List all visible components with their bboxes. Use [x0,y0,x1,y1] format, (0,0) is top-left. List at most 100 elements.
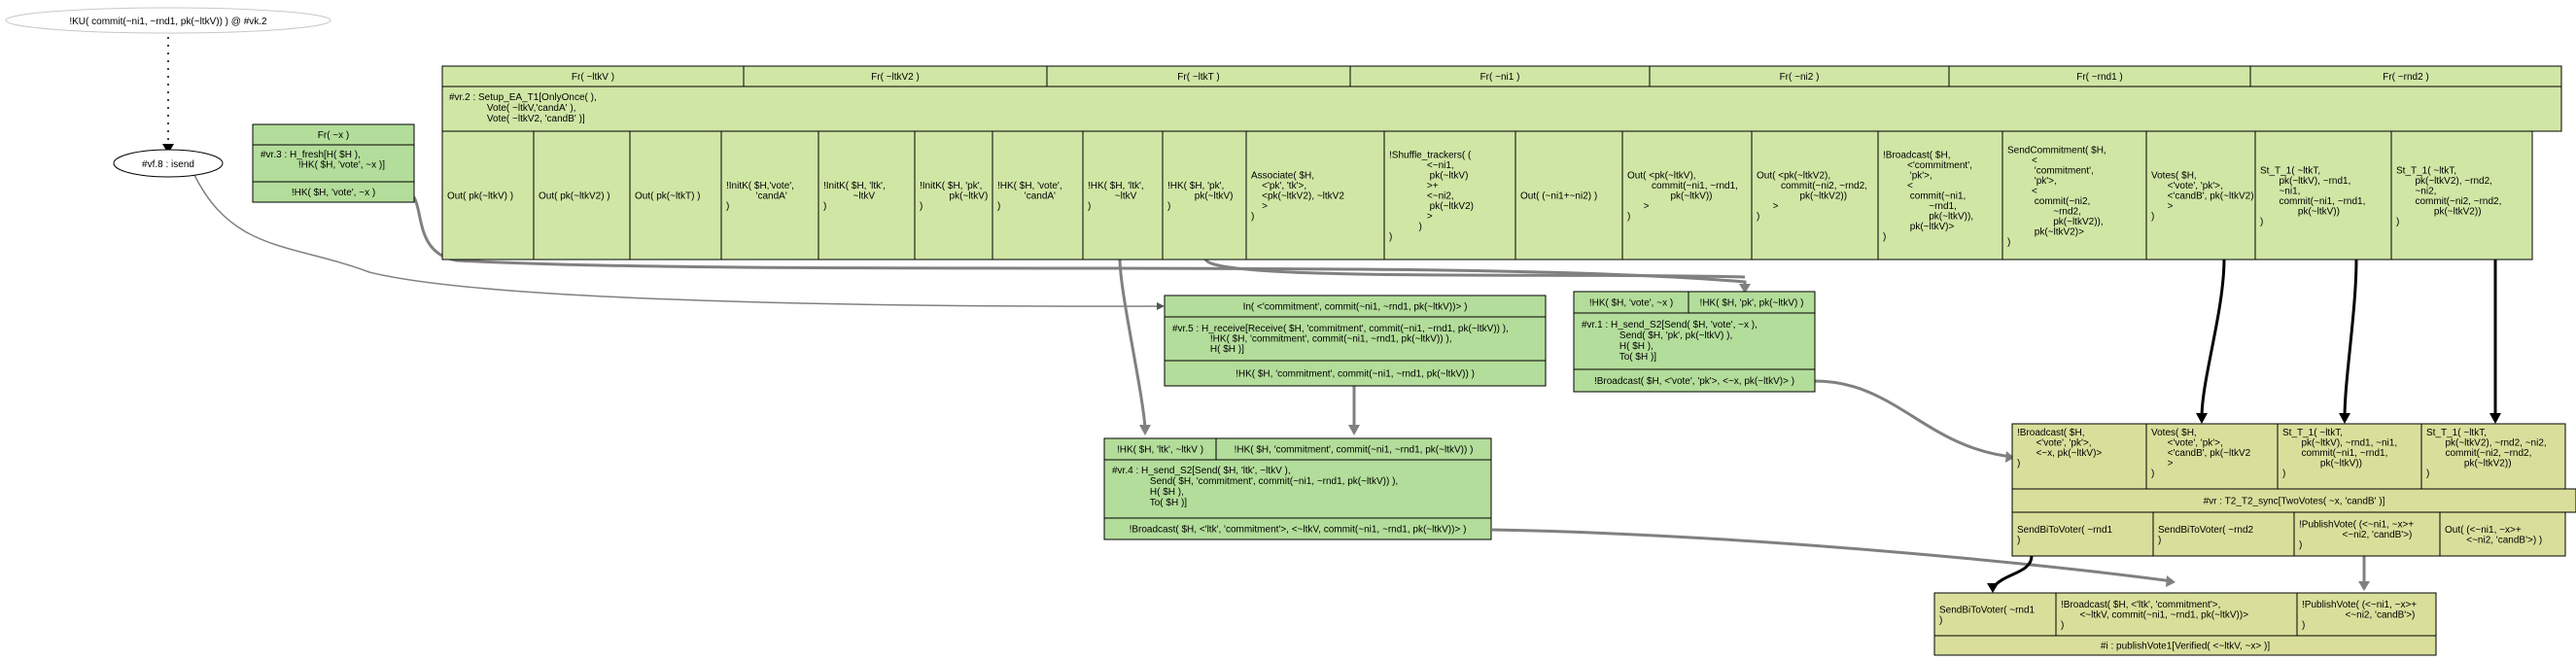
publish-top-cell-0 [1933,592,2057,637]
ellipse-shape [5,7,331,34]
setup-bottom-cell-6 [992,130,1084,261]
sync-top-text-1: Votes( $H, <'vote', 'pk'>, <'candB', pk(… [2151,428,2251,479]
node-setup: Fr( ~ltkV )Fr( ~ltkV2 )Fr( ~ltkT )Fr( ~n… [441,65,2562,261]
setup-bottom-text-3: !InitK( $H,'vote', 'candA') [726,181,794,212]
setup-bottom-text-1: Out( pk(~ltkV2) ) [539,191,610,202]
edge-isend-to-receive [193,174,1164,307]
arrowhead-receive [1157,302,1165,310]
setup-bottom-text-9: Associate( $H, <'pk', 'tk'>, <pk(~ltkV2)… [1251,171,1344,223]
setup-bottom-cell-9 [1245,130,1385,261]
sync-top-text-3: St_T_1( ~ltkT, pk(~ltkV2), ~rnd2, ~ni2, … [2426,428,2547,479]
edge-fresh-to-send-s2 [405,191,1747,289]
setup-bottom-text-17: St_T_1( ~ltkT, pk(~ltkV), ~rnd1, ~ni1, c… [2260,165,2365,227]
setup-bottom-cell-16 [2145,130,2256,261]
sync-top-cell-1 [2145,423,2279,490]
send-s2-top-text-0: !HK( $H, 'vote', ~x ) [1589,298,1673,309]
sync-bottom-cell-0 [2011,511,2154,557]
setup-bottom-text-10: !Shuffle_trackers( ( <~ni1, pk(~ltkV) >+… [1389,151,1474,243]
setup-bottom-text-12: Out( <pk(~ltkV), commit(~ni1, ~rnd1, pk(… [1627,171,1738,223]
edges [162,29,2501,593]
edge-ltk-to-send-commit [1118,258,1147,429]
send-commit-footer-text-0: !Broadcast( $H, <'ltk', 'commitment'>, <… [1130,525,1467,536]
sync-bottom-text-2: !PublishVote( (<~ni1, ~x>+ <~ni2, 'candB… [2299,520,2414,551]
setup-bottom-text-18: St_T_1( ~ltkT, pk(~ltkV2), ~rnd2, ~ni2, … [2396,165,2501,227]
setup-bottom-text-7: !HK( $H, 'ltk', ~ltkV) [1088,181,1144,212]
setup-top-text-3: Fr( ~ni1 ) [1480,72,1520,83]
send-commit-rule: #vr.4 : H_send_S2[Send( $H, 'ltk', ~ltkV… [1112,466,1398,508]
sync-rule-cell-0 [2011,488,2576,513]
arrowhead-sync-st1 [2339,413,2350,424]
setup-bottom-cell-17 [2254,130,2392,261]
ellipse-vk2-label: !KU( commit(~ni1, ~rnd1, pk(~ltkV)) ) @ … [69,17,267,27]
setup-bottom-text-14: !Broadcast( $H, <'commitment', 'pk'>, < … [1883,151,1973,243]
setup-top-text-2: Fr( ~ltkT ) [1177,72,1219,83]
send-s2-footer-text-0: !Broadcast( $H, <'vote', 'pk'>, <~x, pk(… [1594,376,1794,387]
arrowhead-publish-sendbi [1987,583,1999,593]
send-commit-top-text-1: !HK( $H, 'commitment', commit(~ni1, ~rnd… [1235,445,1474,456]
sync-top-cell-2 [2277,423,2422,490]
sync-bottom-text-3: Out( (<~ni1, ~x>+ <~ni2, 'candB'>) ) [2445,525,2542,546]
sync-top-text-2: St_T_1( ~ltkT, pk(~ltkV), ~rnd1, ~ni1, c… [2282,428,2397,479]
setup-rule-box [441,86,2562,132]
setup-bottom-cell-4 [818,130,916,261]
sync-bottom-text-1: SendBiToVoter( ~rnd2) [2158,525,2254,546]
setup-top-text-5: Fr( ~rnd1 ) [2076,72,2123,83]
setup-bottom-text-2: Out( pk(~ltkT) ) [635,191,701,202]
sync-top-cell-0 [2011,423,2147,490]
sync-top-text-0: !Broadcast( $H, <'vote', 'pk'>, <~x, pk(… [2017,428,2102,469]
setup-bottom-text-5: !InitK( $H, 'pk', pk(~ltkV)) [920,181,988,212]
edge-st1-to-sync [2343,258,2358,419]
fresh-footer-text-0: !HK( $H, 'vote', ~x ) [292,188,375,198]
arrowhead-send-s2-vote [1739,284,1751,294]
publish-top-text-1: !Broadcast( $H, <'ltk', 'commitment'>, <… [2061,600,2248,631]
setup-bottom-text-6: !HK( $H, 'vote', 'candA') [997,181,1062,212]
edge-broadcast-vote-to-sync [1814,379,2013,459]
arrowhead-sync-broadcast [2005,451,2014,463]
node-sync: !Broadcast( $H, <'vote', 'pk'>, <~x, pk(… [2011,423,2576,557]
setup-top-text-4: Fr( ~ni2 ) [1780,72,1820,83]
setup-bottom-cell-15 [2002,130,2147,261]
fresh-header-text-0: Fr( ~x ) [318,130,350,141]
node-fresh: Fr( ~x )#vr.3 : H_fresh[H( $H ), !HK( $H… [252,123,415,203]
sync-bottom-cell-3 [2439,511,2566,557]
ellipse-isend: #vf.8 : isend [113,149,224,178]
setup-rule: #vr.2 : Setup_EA_T1[OnlyOnce( ), Vote( ~… [449,92,597,124]
arrowhead-publish-broadcast [2166,575,2176,587]
publish-top-cell-1 [2055,592,2298,637]
publish-rule-text-0: #i : publishVote1[Verified( <~ltkV, ~x> … [2101,642,2270,652]
ellipse-vk2: !KU( commit(~ni1, ~rnd1, pk(~ltkV)) ) @ … [5,7,331,34]
sync-bottom-cell-1 [2152,511,2295,557]
arrowhead-sync-st2 [2489,413,2501,424]
publish-top-text-0: SendBiToVoter( ~rnd1) [1939,605,2036,626]
send-s2-footer-cell-0 [1573,368,1816,393]
receive-rule: #vr.5 : H_receive[Receive( $H, 'commitme… [1172,324,1509,355]
sync-rule-text-0: #vr : T2_T2_sync[TwoVotes( ~x, 'candB' )… [2204,497,2385,507]
setup-bottom-cell-14 [1877,130,2003,261]
receive-footer-cell-0 [1164,360,1547,387]
setup-bottom-cell-5 [914,130,993,261]
send-commit-body [1103,459,1492,519]
arrowhead-isend [162,144,174,154]
fresh-footer-cell-0 [252,181,415,203]
setup-bottom-cell-11 [1514,130,1623,261]
setup-bottom-text-0: Out( pk(~ltkV) ) [447,191,513,202]
arrowhead-sync-votes [2196,413,2208,424]
sync-bottom-cell-2 [2293,511,2441,557]
send-commit-footer-cell-0 [1103,517,1492,540]
node-send-s2: !HK( $H, 'vote', ~x )!HK( $H, 'pk', pk(~… [1573,291,1816,393]
node-publish: SendBiToVoter( ~rnd1) !Broadcast( $H, <'l… [1933,592,2437,656]
setup-bottom-cell-12 [1621,130,1753,261]
send-commit-top-text-0: !HK( $H, 'ltk', ~ltkV ) [1117,445,1203,456]
publish-top-cell-2 [2296,592,2437,637]
setup-bottom-cell-13 [1751,130,1879,261]
ellipse-shape [113,149,224,178]
setup-bottom-cell-1 [533,130,631,261]
arrowhead-send-commit [1348,425,1360,435]
setup-bottom-text-15: SendCommitment( $H, < 'commitment', 'pk'… [2007,145,2106,248]
arrowhead-publish-vote [2358,581,2370,591]
publish-top-text-2: !PublishVote( (<~ni1, ~x>+ <~ni2, 'candB… [2302,600,2417,631]
setup-bottom-text-4: !InitK( $H, 'ltk', ~ltkV) [823,181,886,212]
setup-bottom-cell-7 [1082,130,1164,261]
send-s2-rule: #vr.1 : H_send_S2[Send( $H, 'vote', ~x )… [1582,320,1758,363]
arrowhead-send-commit-ltk [1139,425,1151,435]
